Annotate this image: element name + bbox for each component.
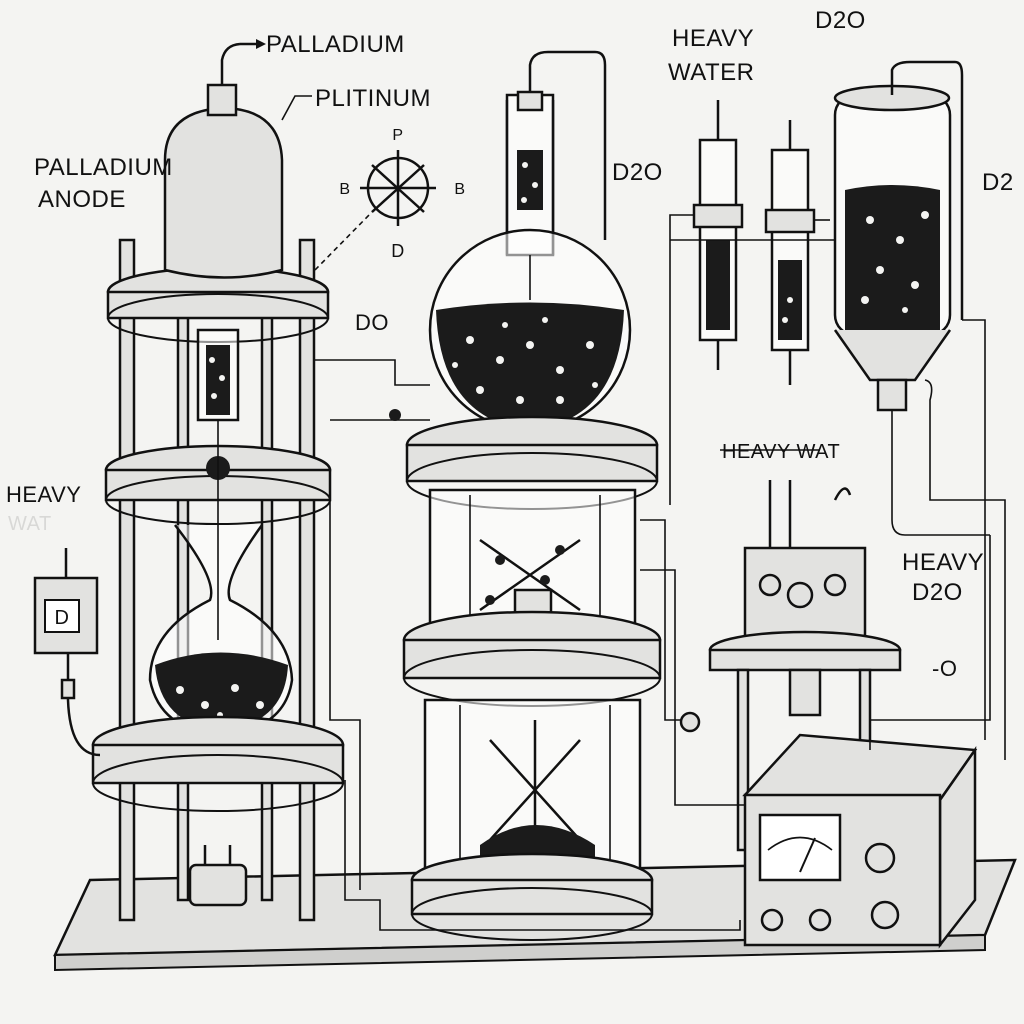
label-heavy-d2o-1: HEAVY <box>902 549 984 576</box>
label-heavy-wat: HEAVY WAT <box>722 441 840 463</box>
label-palladium-top: PALLADIUM <box>266 31 405 58</box>
label-minus-symbol: -O <box>932 656 957 681</box>
labels: PALLADIUM PLITINUM PALLADIUM ANODE D2O D… <box>6 7 1014 681</box>
label-palladium-anode-1: PALLADIUM <box>34 154 173 181</box>
label-wat-faded: WAT <box>8 513 52 535</box>
label-d2-right: D2 <box>982 169 1014 196</box>
compass-label-b-right: B <box>454 181 465 198</box>
left-tower <box>91 42 345 922</box>
right-reservoir <box>833 60 990 536</box>
left-junction-box: D <box>33 548 101 757</box>
control-unit <box>708 480 902 852</box>
label-heavy-water-1: HEAVY <box>672 25 754 52</box>
connecting-wires <box>315 220 1006 931</box>
label-platinum: PLITINUM <box>315 85 431 112</box>
leader-lines <box>240 39 373 271</box>
analog-meter-icon <box>758 813 842 882</box>
compass-rose-icon: P B B D <box>339 127 465 261</box>
label-heavy-water-2: WATER <box>668 59 755 86</box>
compass-label-d: D <box>391 241 405 261</box>
label-d2o-center: D2O <box>612 159 663 186</box>
label-heavy-d2o-2: D2O <box>912 579 963 606</box>
center-tower <box>402 50 662 941</box>
small-box-label: D <box>55 607 70 629</box>
label-do: DO <box>355 310 389 335</box>
label-heavy-left: HEAVY <box>6 482 81 507</box>
compass-label-b-left: B <box>339 181 350 198</box>
power-supply-meter <box>742 733 978 949</box>
label-d2o-top: D2O <box>815 7 866 34</box>
label-palladium-anode-2: ANODE <box>38 186 126 213</box>
compass-label-p: P <box>392 127 403 144</box>
